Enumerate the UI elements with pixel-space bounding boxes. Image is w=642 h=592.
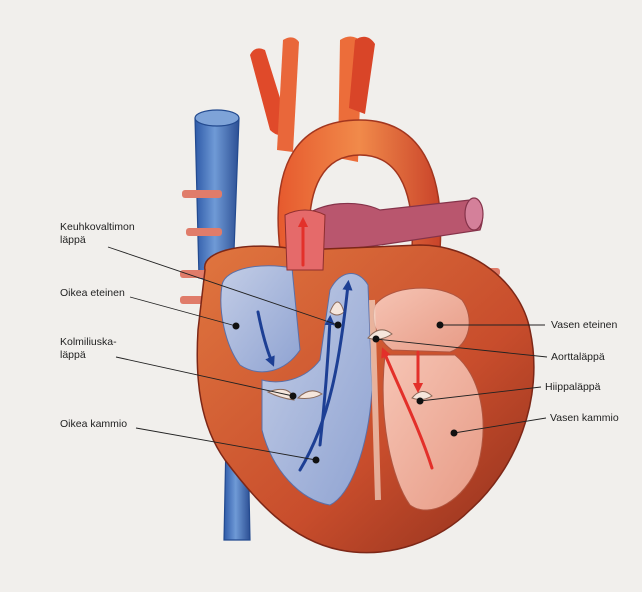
label-oikea-kammio: Oikea kammio xyxy=(60,418,127,431)
label-keuhkovaltimon-lappa: Keuhkovaltimon läppä xyxy=(60,221,135,247)
label-hiippalappa: Hiippaläppä xyxy=(545,381,600,394)
label-vasen-eteinen: Vasen eteinen xyxy=(551,319,617,332)
label-vasen-kammio: Vasen kammio xyxy=(550,412,619,425)
label-oikea-eteinen: Oikea eteinen xyxy=(60,287,125,300)
left-atrium xyxy=(374,288,470,352)
label-aorttalappa: Aorttaläppä xyxy=(551,351,605,364)
label-kolmiliuskalappa: Kolmiliuska- läppä xyxy=(60,336,117,362)
